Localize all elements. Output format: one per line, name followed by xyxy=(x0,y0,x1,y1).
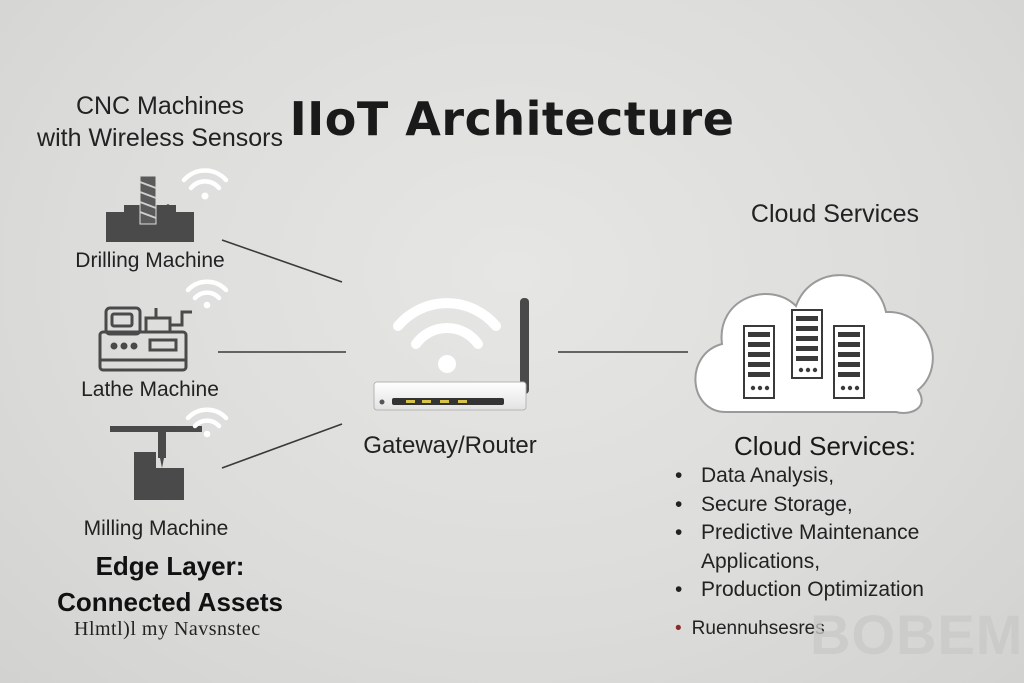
edge-heading-line-1: CNC Machines xyxy=(75,92,245,120)
connector-drilling-gateway xyxy=(221,239,343,283)
edge-layer-title: Edge Layer: Connected Assets xyxy=(30,548,310,620)
page-title: IIoT Architecture xyxy=(289,92,735,146)
edge-layer-title-line-2: Connected Assets xyxy=(57,587,283,617)
list-item: •Data Analysis, xyxy=(675,464,835,487)
machine-label-lathe: Lathe Machine xyxy=(81,378,219,401)
list-item: •Secure Storage, xyxy=(675,492,853,516)
lathe-machine-icon xyxy=(98,306,192,372)
cloud-list-heading: Cloud Services: xyxy=(733,431,917,461)
edge-layer-title-line-1: Edge Layer: xyxy=(95,551,245,581)
drilling-machine-icon xyxy=(106,175,194,242)
cloud-services-list: •Data Analysis, •Secure Storage, •Predic… xyxy=(672,462,924,605)
edge-heading: CNC Machines with Wireless Sensors xyxy=(10,90,310,154)
edge-heading-line-2: with Wireless Sensors xyxy=(37,124,283,152)
cloud-servers-icon xyxy=(694,274,934,414)
wifi-router-icon xyxy=(373,298,529,411)
wifi-signal-icon xyxy=(181,168,229,200)
cloud-extra-item: •Ruennuhsesres xyxy=(675,618,825,639)
list-item: •Predictive Maintenance xyxy=(675,521,920,544)
wifi-signal-icon xyxy=(185,407,229,438)
milling-machine-icon xyxy=(110,426,202,500)
gateway-label: Gateway/Router xyxy=(363,432,537,459)
edge-layer-subtitle: Hlmtl)l my Navsnstec xyxy=(74,618,261,640)
list-item-continuation: Applications, xyxy=(701,549,821,573)
list-item: •Production Optimization xyxy=(675,578,924,601)
machine-label-milling: Milling Machine xyxy=(83,517,229,540)
connector-milling-gateway xyxy=(221,423,343,469)
watermark: BOBEMY xyxy=(810,603,1024,666)
cloud-title: Cloud Services xyxy=(750,200,920,228)
bullet-icon: • xyxy=(675,618,682,639)
wifi-signal-icon xyxy=(185,279,229,309)
machine-label-drilling: Drilling Machine xyxy=(75,249,225,272)
